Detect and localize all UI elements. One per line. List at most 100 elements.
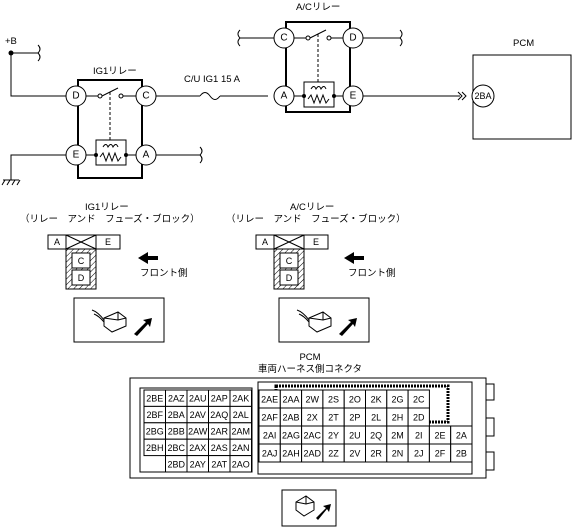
terminal-label: 2U bbox=[349, 431, 361, 441]
terminal-label: 2BH bbox=[146, 443, 164, 453]
ig1-pin-e-label: E bbox=[73, 150, 80, 161]
ig1-pin-d-label: D bbox=[72, 91, 79, 102]
terminal-label: 2BF bbox=[146, 410, 163, 420]
ac-pin-c-label: C bbox=[280, 33, 287, 44]
ig1-coil-icon bbox=[102, 144, 119, 149]
terminal-label: 2AH bbox=[282, 449, 300, 459]
terminal-label: 2AP bbox=[211, 394, 228, 404]
ac-resistor-icon bbox=[307, 93, 330, 105]
terminal-label: 2AR bbox=[210, 427, 228, 437]
front-arrow-icon bbox=[138, 252, 158, 264]
ac-view-cell-e: E bbox=[313, 237, 319, 247]
terminal-label: 2AZ bbox=[168, 394, 185, 404]
terminal-label: 2G bbox=[391, 395, 403, 405]
connector-plug-icon bbox=[308, 311, 332, 333]
connector-latch bbox=[486, 383, 495, 401]
connector-plug-icon bbox=[295, 495, 315, 517]
connector-plug-icon bbox=[103, 311, 127, 333]
terminal-label: 2X bbox=[307, 413, 318, 423]
terminal-label: 2N bbox=[392, 449, 404, 459]
terminal-label: 2AN bbox=[232, 443, 250, 453]
ac-relay-body bbox=[285, 21, 351, 113]
ig1-coil-node bbox=[94, 153, 98, 157]
terminal-label: 2AB bbox=[282, 413, 299, 423]
terminal-label: 2BB bbox=[168, 427, 185, 437]
ac-view-cell-a: A bbox=[262, 237, 268, 247]
terminal-label: 2L bbox=[371, 413, 381, 423]
terminal-label: 2AQ bbox=[210, 410, 228, 420]
terminal-label: 2AL bbox=[233, 410, 249, 420]
ac-coil-icon bbox=[310, 86, 327, 91]
ac-view-cell-d-box bbox=[279, 269, 299, 286]
ig1-switch-contact bbox=[97, 93, 103, 99]
cross-mark bbox=[273, 234, 305, 250]
terminal-label: 2P bbox=[349, 413, 360, 423]
terminal-label: 2BD bbox=[167, 459, 185, 469]
terminal-label: 2Q bbox=[370, 431, 382, 441]
terminal-label: 2O bbox=[349, 395, 361, 405]
supply-label: +B bbox=[5, 36, 17, 47]
terminal-label: 2S bbox=[328, 395, 339, 405]
ac-view-cell-c-box bbox=[279, 252, 299, 269]
terminal-label: 2AO bbox=[232, 459, 250, 469]
ac-pin-e-label: E bbox=[350, 91, 357, 102]
ac-coil-box bbox=[303, 81, 335, 108]
ig1-view-cell-e: E bbox=[105, 237, 111, 247]
terminal-label: 2BA bbox=[168, 410, 185, 420]
terminal-label: 2V bbox=[349, 449, 360, 459]
wire-break-icon bbox=[237, 29, 241, 47]
terminal-label: 2C bbox=[413, 395, 425, 405]
terminal-label: 2BC bbox=[167, 443, 185, 453]
ac-coil-node bbox=[302, 94, 306, 98]
terminal-label: 2A bbox=[456, 431, 467, 441]
terminal-label: 2AI bbox=[263, 431, 277, 441]
ig1-view-cell-a: A bbox=[54, 237, 60, 247]
terminal-label: 2I bbox=[415, 431, 423, 441]
terminal-label: 2AX bbox=[189, 443, 206, 453]
terminal-label: 2AS bbox=[211, 443, 228, 453]
wire-break-icon bbox=[199, 146, 203, 164]
terminal-label: 2AJ bbox=[262, 449, 278, 459]
ig1-pin-c-label: C bbox=[142, 91, 149, 102]
ig1-view-cell-c-box bbox=[71, 252, 91, 269]
connector-wires-icon bbox=[296, 309, 310, 323]
ig1-relay-body bbox=[77, 79, 143, 179]
ac-connector-illustration bbox=[278, 297, 370, 343]
terminal-label: 2AV bbox=[190, 410, 206, 420]
pcm-connector-title: PCM bbox=[299, 352, 320, 363]
fuse-label: C/U IG1 15 A bbox=[184, 74, 241, 85]
terminal-label: 2AF bbox=[261, 413, 278, 423]
ig1-view-cell-d: D bbox=[78, 273, 85, 283]
ig1-coil-node-2 bbox=[124, 153, 128, 157]
ac-view-title: A/Cリレー bbox=[290, 202, 334, 213]
terminal-label: 2H bbox=[392, 413, 404, 423]
ac-view-subtitle: （リレー アンド フューズ・ブロック） bbox=[226, 213, 406, 225]
ac-pin-a-label: A bbox=[281, 91, 288, 102]
terminal-label: 2W bbox=[306, 395, 320, 405]
terminal-label: 2AC bbox=[303, 431, 321, 441]
terminal-label: 2AT bbox=[211, 459, 227, 469]
terminal-label: 2BE bbox=[146, 394, 163, 404]
terminal-label: 2J bbox=[414, 449, 424, 459]
terminal-label: 2F bbox=[435, 449, 446, 459]
terminal-label: 2AM bbox=[231, 427, 250, 437]
front-arrow-icon bbox=[344, 252, 364, 264]
terminal-label: 2AU bbox=[189, 394, 207, 404]
pcm-terminal bbox=[471, 84, 495, 108]
pcm-connector-subtitle: 車両ハーネス側コネクタ bbox=[258, 363, 362, 375]
terminal-label: 2R bbox=[370, 449, 382, 459]
terminal-label: 2K bbox=[371, 395, 382, 405]
ig1-view-title: IG1リレー bbox=[85, 202, 129, 213]
ig1-ground-wire bbox=[10, 154, 66, 180]
ig1-switch-contact-2 bbox=[118, 93, 124, 99]
connector-wires-icon bbox=[91, 309, 105, 323]
ig1-view-cell-d-box bbox=[71, 269, 91, 286]
direction-arrow-icon bbox=[339, 318, 357, 336]
connector-chevron-icon bbox=[457, 91, 467, 101]
pcm-connector-illustration bbox=[281, 489, 337, 527]
connector-latch bbox=[486, 451, 495, 471]
ac-pin-d-label: D bbox=[349, 33, 356, 44]
ac-switch-contact bbox=[305, 35, 311, 41]
ig1-relay-title: IG1リレー bbox=[93, 66, 137, 77]
